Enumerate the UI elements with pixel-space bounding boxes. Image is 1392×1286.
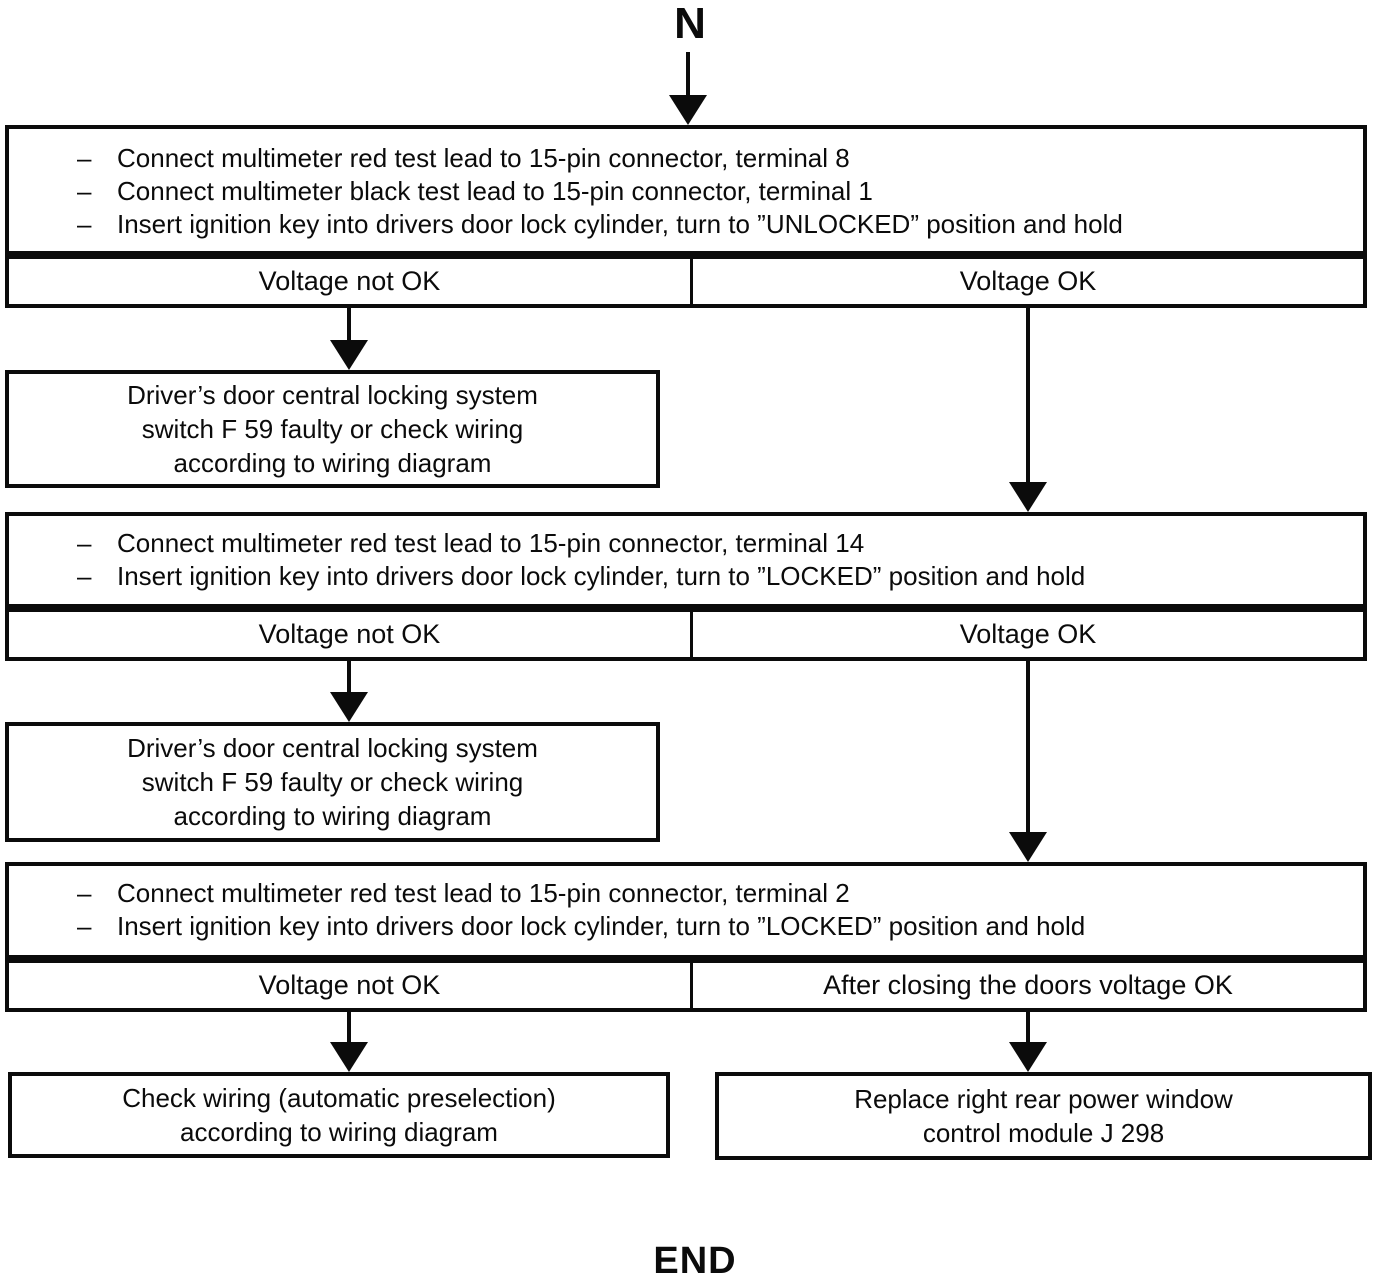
- arrow-down-icon: [330, 340, 368, 370]
- bullet-dash: –: [77, 209, 92, 239]
- fault3-box: Check wiring (automatic preselection) ac…: [8, 1072, 670, 1158]
- instruction-line: – Connect multimeter black test lead to …: [9, 175, 1363, 208]
- step3-instructions-box: – Connect multimeter red test lead to 15…: [5, 862, 1367, 959]
- fault-text-line: switch F 59 faulty or check wiring: [141, 767, 524, 797]
- fault-text-line: Driver’s door central locking system: [127, 733, 538, 763]
- step2-outcome-row: Voltage not OK Voltage OK: [5, 608, 1367, 661]
- arrow-shaft: [347, 661, 351, 692]
- end-node-label: END: [653, 1240, 737, 1282]
- fault1-box: Driver’s door central locking system swi…: [5, 370, 660, 488]
- start-node-label: N: [674, 0, 706, 48]
- instruction-text: Connect multimeter red test lead to 15-p…: [117, 143, 850, 173]
- arrow-shaft: [686, 52, 690, 95]
- arrow-step2-ok-to-step3: [1008, 661, 1048, 862]
- arrow-down-icon: [669, 95, 707, 125]
- arrow-down-icon: [330, 1042, 368, 1072]
- arrow-shaft: [1026, 661, 1030, 832]
- step3-outcome-row: Voltage not OK After closing the doors v…: [5, 959, 1367, 1012]
- arrow-down-icon: [1009, 1042, 1047, 1072]
- arrow-step2-not-ok-to-fault2: [329, 661, 369, 722]
- arrow-step1-not-ok-to-fault1: [329, 308, 369, 370]
- arrow-step3-ok-to-action3: [1008, 1012, 1048, 1072]
- instruction-line: – Connect multimeter red test lead to 15…: [9, 877, 1363, 910]
- fault-text-line: Driver’s door central locking system: [127, 380, 538, 410]
- instruction-text: Insert ignition key into drivers door lo…: [117, 911, 1086, 941]
- arrow-shaft: [1026, 1012, 1030, 1042]
- instruction-line: – Connect multimeter red test lead to 15…: [9, 527, 1363, 560]
- arrow-step1-ok-to-step2: [1008, 308, 1048, 512]
- fault2-box: Driver’s door central locking system swi…: [5, 722, 660, 842]
- bullet-dash: –: [77, 143, 92, 173]
- instruction-text: Connect multimeter red test lead to 15-p…: [117, 528, 865, 558]
- instruction-text: Insert ignition key into drivers door lo…: [117, 561, 1086, 591]
- fault-text-line: according to wiring diagram: [173, 448, 492, 478]
- bullet-dash: –: [77, 878, 92, 908]
- instruction-line: – Connect multimeter red test lead to 15…: [9, 142, 1363, 175]
- step1-outcome-row: Voltage not OK Voltage OK: [5, 255, 1367, 308]
- arrow-shaft: [347, 1012, 351, 1042]
- arrow-down-icon: [1009, 832, 1047, 862]
- step3-outcome-voltage-ok: After closing the doors voltage OK: [693, 959, 1367, 1012]
- action-text-line: control module J 298: [922, 1118, 1165, 1148]
- arrow-step3-not-ok-to-fault3: [329, 1012, 369, 1072]
- action3-box: Replace right rear power window control …: [715, 1072, 1372, 1160]
- instruction-line: – Insert ignition key into drivers door …: [9, 910, 1363, 943]
- bullet-dash: –: [77, 561, 92, 591]
- fault-text-line: Check wiring (automatic preselection): [122, 1083, 556, 1113]
- bullet-dash: –: [77, 176, 92, 206]
- instruction-text: Insert ignition key into drivers door lo…: [117, 209, 1123, 239]
- arrow-shaft: [347, 308, 351, 340]
- step1-outcome-voltage-ok: Voltage OK: [693, 255, 1367, 308]
- arrow-start-to-step1: [668, 52, 708, 125]
- instruction-line: – Insert ignition key into drivers door …: [9, 560, 1363, 593]
- step2-instructions-box: – Connect multimeter red test lead to 15…: [5, 512, 1367, 608]
- step1-instructions-box: – Connect multimeter red test lead to 15…: [5, 125, 1367, 255]
- action-text-line: Replace right rear power window: [854, 1084, 1233, 1114]
- step3-outcome-voltage-not-ok: Voltage not OK: [5, 959, 693, 1012]
- instruction-text: Connect multimeter red test lead to 15-p…: [117, 878, 850, 908]
- step2-outcome-voltage-not-ok: Voltage not OK: [5, 608, 693, 661]
- arrow-down-icon: [1009, 482, 1047, 512]
- bullet-dash: –: [77, 528, 92, 558]
- bullet-dash: –: [77, 911, 92, 941]
- instruction-line: – Insert ignition key into drivers door …: [9, 208, 1363, 241]
- instruction-text: Connect multimeter black test lead to 15…: [117, 176, 873, 206]
- step1-outcome-voltage-not-ok: Voltage not OK: [5, 255, 693, 308]
- fault-text-line: according to wiring diagram: [173, 801, 492, 831]
- fault-text-line: switch F 59 faulty or check wiring: [141, 414, 524, 444]
- step2-outcome-voltage-ok: Voltage OK: [693, 608, 1367, 661]
- arrow-shaft: [1026, 308, 1030, 482]
- arrow-down-icon: [330, 692, 368, 722]
- fault-text-line: according to wiring diagram: [180, 1117, 498, 1147]
